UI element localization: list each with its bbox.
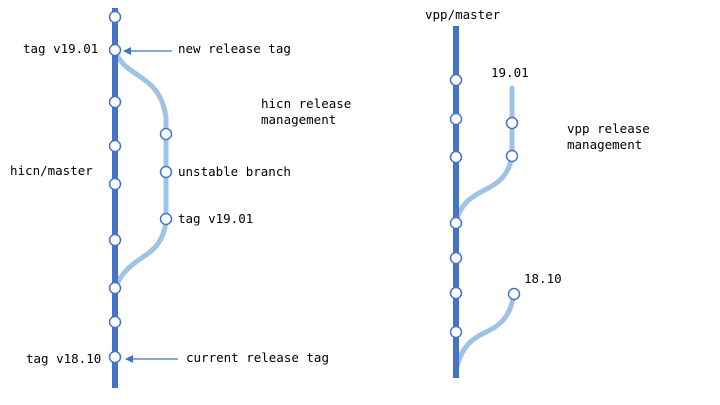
vpp-diagram: vpp/master 19.01 vpp release management … [425, 7, 650, 378]
hicn-release-branch [112, 47, 169, 291]
hicn-diagram: tag v19.01 new release tag hicn/master h… [10, 8, 351, 388]
vpp-branch-19-label: 19.01 [491, 65, 529, 80]
hicn-top-tag-label: tag v19.01 [23, 41, 98, 56]
vpp-branch-18-10 [453, 291, 517, 373]
hicn-commit [108, 233, 122, 247]
hicn-commit-branch-point [108, 281, 122, 295]
current-release-tag-label: current release tag [186, 350, 329, 365]
vpp-branch-19-01 [453, 85, 515, 225]
hicn-commit-tag-v19 [108, 43, 122, 57]
hicn-commit [108, 177, 122, 191]
vpp-commit [449, 150, 463, 164]
vpp-branch-18-label: 18.10 [524, 271, 562, 286]
vpp-release-mgmt-line1: vpp release [567, 121, 650, 136]
hicn-release-mgmt-line1: hicn release [261, 96, 351, 111]
hicn-commit-tag-v18 [108, 350, 122, 364]
vpp-commit [449, 73, 463, 87]
vpp-master-label: vpp/master [425, 7, 501, 22]
vpp-commit [449, 112, 463, 126]
vpp-commit [449, 286, 463, 300]
hicn-commit [108, 95, 122, 109]
hicn-branch-commit-tag [159, 212, 173, 226]
vpp-branch-18-commit [507, 287, 521, 301]
new-release-tag-label: new release tag [178, 41, 291, 56]
hicn-master-label: hicn/master [10, 163, 93, 178]
vpp-branch-19-commit [505, 116, 519, 130]
hicn-commit [108, 139, 122, 153]
hicn-branch-commit [159, 127, 173, 141]
vpp-commit-branch-point [449, 325, 463, 339]
hicn-branch-commit [159, 165, 173, 179]
hicn-commit [108, 315, 122, 329]
vpp-release-mgmt-line2: management [567, 137, 642, 152]
vpp-commit-branch-point [449, 216, 463, 230]
hicn-bottom-tag-label: tag v18.10 [26, 351, 101, 366]
vpp-branch-19-commit [505, 149, 519, 163]
hicn-branch-tag-label: tag v19.01 [178, 211, 253, 226]
unstable-branch-label: unstable branch [178, 164, 291, 179]
hicn-release-mgmt-line2: management [261, 112, 336, 127]
hicn-commit [108, 10, 122, 24]
vpp-commit [449, 251, 463, 265]
